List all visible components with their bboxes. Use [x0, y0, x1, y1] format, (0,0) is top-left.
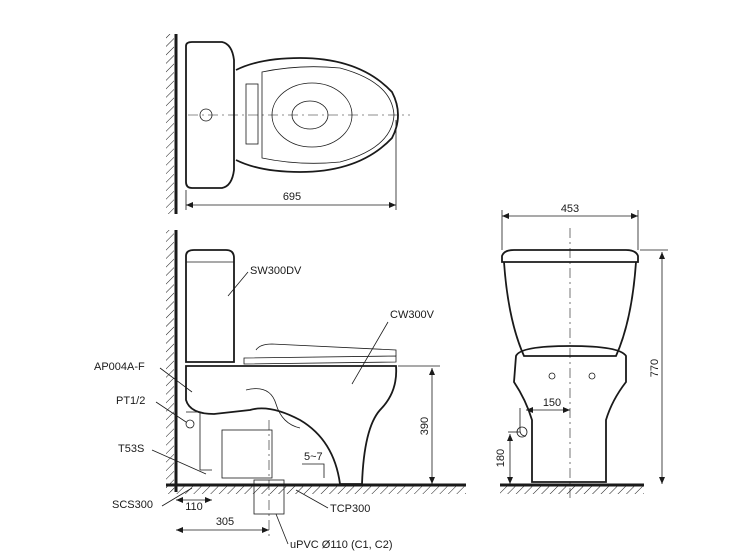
label-valve: AP004A-F: [94, 361, 145, 373]
front-inlet-pipe: [519, 408, 527, 437]
top-dim-695: 695: [283, 191, 301, 203]
top-seat-outline: [261, 66, 395, 164]
front-dim-width: 453: [561, 203, 579, 215]
front-dim-inlet-offset: 150: [543, 397, 561, 409]
leader-bowl: [351, 321, 389, 385]
side-wall-hatch: [166, 230, 174, 492]
side-view: SW300DV CW300V AP004A-F PT1/2 T53S SCS30…: [94, 230, 466, 551]
label-flange: SCS300: [112, 499, 153, 511]
side-outlet-fitting: [221, 429, 273, 479]
label-pipe-thread: PT1/2: [116, 395, 145, 407]
side-bowl-outline: [185, 365, 398, 485]
dim-rough-in: 305: [216, 516, 234, 528]
top-bowl-outline: [235, 57, 399, 173]
label-pipe: uPVC Ø110 (C1, C2): [290, 539, 393, 551]
side-floor-hatch: [166, 486, 466, 494]
dim-seat-height: 390: [419, 417, 431, 435]
leader-stop-valve: [151, 449, 207, 475]
side-valve-icon: [185, 419, 195, 429]
side-tank-outline: [185, 249, 235, 363]
top-wall-hatch: [166, 34, 174, 214]
side-inlet-hose: [186, 411, 212, 471]
side-lid: [255, 343, 397, 356]
leader-pipe-thread: [155, 401, 187, 423]
top-seat-hinge: [245, 83, 259, 145]
front-view: 453 770 150 180: [495, 203, 668, 500]
side-trap: [245, 388, 301, 429]
side-seat: [243, 355, 397, 365]
top-bowl-water: [291, 100, 329, 130]
label-bowl: CW300V: [390, 309, 435, 321]
front-dim-inlet-height: 180: [495, 449, 507, 467]
leader-gap: [302, 463, 325, 478]
front-bolt-right: [588, 372, 596, 380]
label-outlet-connector: TCP300: [330, 503, 370, 515]
dim-wall-offset: 110: [185, 501, 203, 513]
leader-pipe: [275, 513, 289, 545]
front-dim-height: 770: [649, 359, 661, 377]
top-tank-outline: [185, 41, 235, 189]
front-floor-hatch: [500, 486, 644, 494]
front-bolt-left: [548, 372, 556, 380]
label-stop-valve: T53S: [118, 443, 144, 455]
leader-valve: [159, 367, 193, 393]
top-bowl-opening: [271, 82, 353, 148]
label-tank: SW300DV: [250, 265, 302, 277]
top-view: 695: [166, 34, 410, 214]
dim-gap: 5~7: [304, 451, 323, 463]
leader-tank: [227, 271, 249, 297]
front-tank-lid: [501, 249, 639, 263]
leader-outlet-connector: [295, 489, 329, 509]
